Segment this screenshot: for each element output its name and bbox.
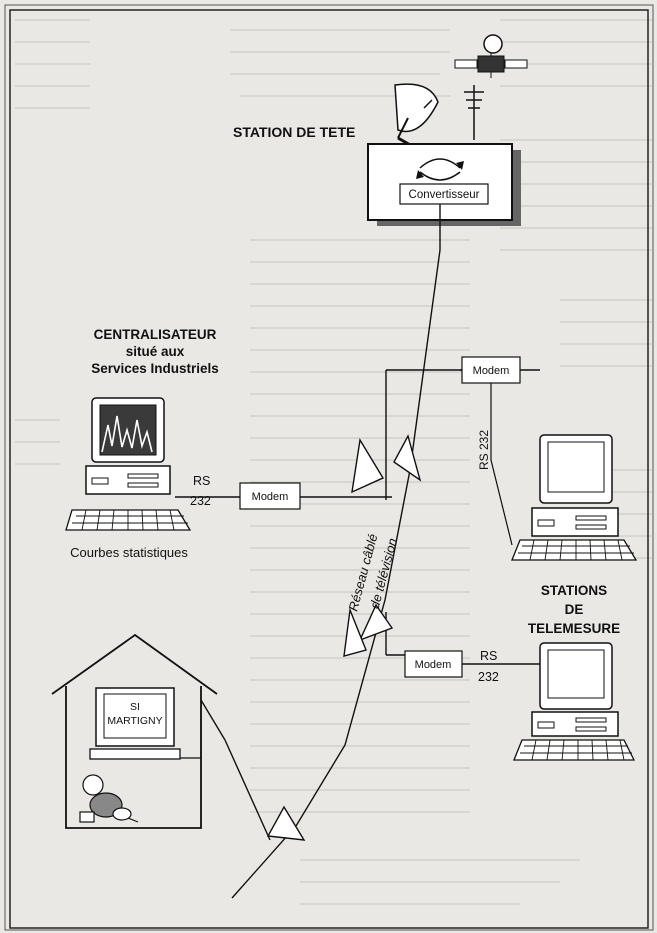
house-box-line2: MARTIGNY bbox=[107, 715, 162, 727]
upper-telemetry-computer-icon bbox=[511, 434, 638, 561]
centralizer-rs-line2: 232 bbox=[190, 494, 211, 508]
head-station-title: STATION DE TETE bbox=[233, 124, 355, 140]
centralizer-modem-box bbox=[239, 482, 301, 510]
telemetry-title-line2: DE bbox=[565, 602, 584, 617]
satellite-icon bbox=[454, 34, 528, 78]
lower-telemetry-computer-icon bbox=[513, 642, 636, 761]
converter-label: Convertisseur bbox=[409, 189, 480, 201]
outer-border bbox=[4, 4, 654, 931]
terrestrial-antenna-icon bbox=[464, 85, 484, 140]
amplifier-triangles bbox=[266, 434, 422, 841]
centralizer-computer-icon bbox=[65, 397, 192, 531]
lower-rs-line2: 232 bbox=[478, 670, 499, 684]
telemetry-title-line1: STATIONS bbox=[541, 583, 607, 598]
upper-rs-label: RS 232 bbox=[477, 430, 491, 470]
centralizer-title-line3: Services Industriels bbox=[91, 361, 219, 376]
house-link-cable bbox=[180, 700, 202, 759]
house-box-line1: SI bbox=[130, 701, 140, 713]
lower-modem-box bbox=[404, 650, 463, 678]
centralizer-caption: Courbes statistiques bbox=[70, 545, 188, 560]
page-frame bbox=[9, 9, 649, 929]
centralizer-title-line2: situé aux bbox=[126, 344, 185, 359]
upper-rs-text: RS 232 bbox=[477, 430, 491, 470]
centralizer-rs-line1: RS bbox=[193, 474, 210, 488]
satellite-dish-icon bbox=[394, 83, 439, 148]
upper-rs-cable bbox=[490, 395, 513, 546]
converter-box bbox=[399, 183, 489, 205]
lower-modem-label: Modem bbox=[415, 659, 452, 671]
person-illustration-icon bbox=[79, 774, 139, 823]
upper-modem-label: Modem bbox=[473, 365, 510, 377]
lower-rs-line1: RS bbox=[480, 649, 497, 663]
telemetry-title-line3: TELEMESURE bbox=[528, 621, 620, 636]
centralizer-modem-label: Modem bbox=[252, 491, 289, 503]
centralizer-title-line1: CENTRALISATEUR bbox=[94, 327, 217, 342]
